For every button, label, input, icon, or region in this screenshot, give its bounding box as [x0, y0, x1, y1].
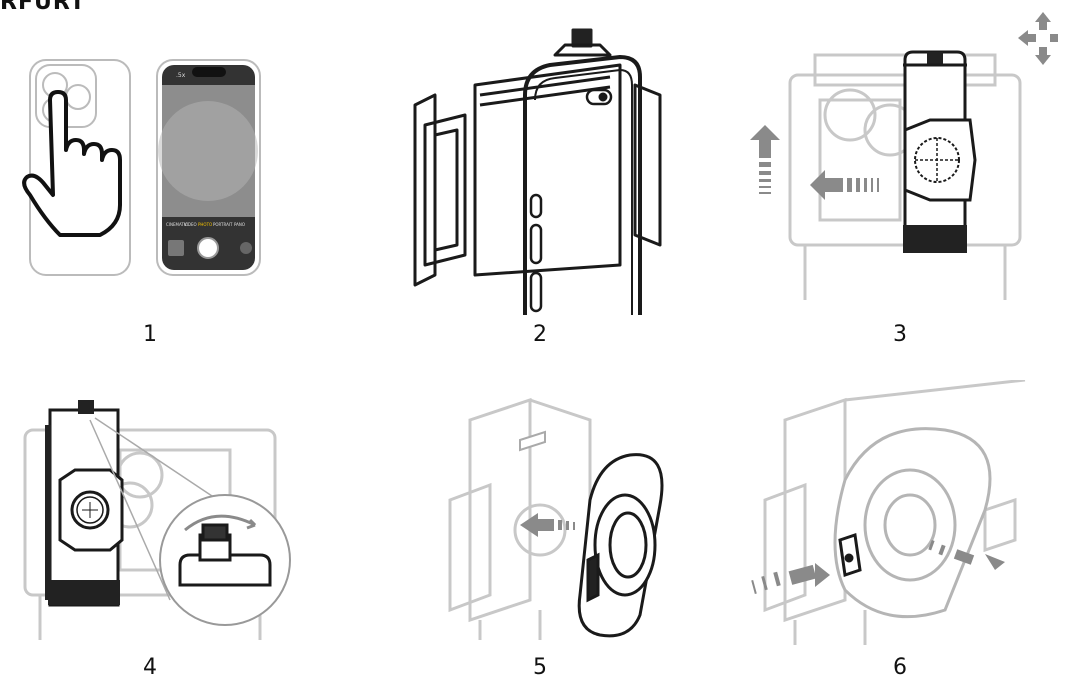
phone-camera-cutout [585, 88, 613, 106]
camera-mode-photo: PHOTO [198, 222, 212, 227]
left-handle [413, 93, 437, 287]
flip-camera-icon [240, 242, 252, 254]
phone-side-button-1 [529, 193, 543, 219]
step-4-number: 4 [143, 655, 157, 680]
step-5-illustration [440, 380, 690, 640]
camera-mode-video: VIDEO [184, 222, 197, 227]
step-3-number: 3 [893, 322, 907, 347]
zoom-indicator: .5x [176, 72, 186, 79]
push-arrow-icon [520, 513, 575, 537]
rotate-arrow-icon [184, 514, 257, 532]
hand-pointer-icon [22, 90, 122, 237]
step-1-illustration: .5x CINEMATIC VIDEO PHOTO PORTRAIT PANO [20, 55, 270, 290]
release-latch [838, 533, 862, 577]
phone-body [523, 55, 642, 315]
step-2-number: 2 [533, 322, 547, 347]
step-6-illustration [745, 380, 1065, 645]
camera-mode-pano: PANO [234, 222, 245, 227]
step-1-number: 1 [143, 322, 157, 347]
shutter-button [197, 237, 219, 259]
clamp-body [473, 63, 622, 277]
step-4-illustration [20, 390, 320, 640]
gallery-thumbnail [168, 240, 184, 256]
phone-side-button-2 [529, 223, 543, 265]
step-5-number: 5 [533, 655, 547, 680]
release-arrow-icon [928, 539, 1005, 570]
lens-attachment [577, 453, 664, 638]
camera-mode-portrait: PORTRAIT [213, 222, 233, 227]
left-arrow-icon [810, 170, 879, 200]
step-6-number: 6 [893, 655, 907, 680]
right-handle [633, 83, 662, 247]
directional-pad-icon [1018, 12, 1058, 65]
page-heading: RFURT [0, 0, 86, 15]
camera-mode-cinematic: CINEMATIC [166, 222, 188, 227]
up-arrow-icon [750, 125, 780, 194]
step-2-illustration [395, 25, 685, 315]
mounted-lens [833, 427, 992, 619]
insert-arrow-icon [751, 563, 830, 595]
phone-side-button-3 [529, 271, 543, 313]
knob-closeup [178, 523, 272, 587]
step-3-illustration [745, 0, 1065, 300]
